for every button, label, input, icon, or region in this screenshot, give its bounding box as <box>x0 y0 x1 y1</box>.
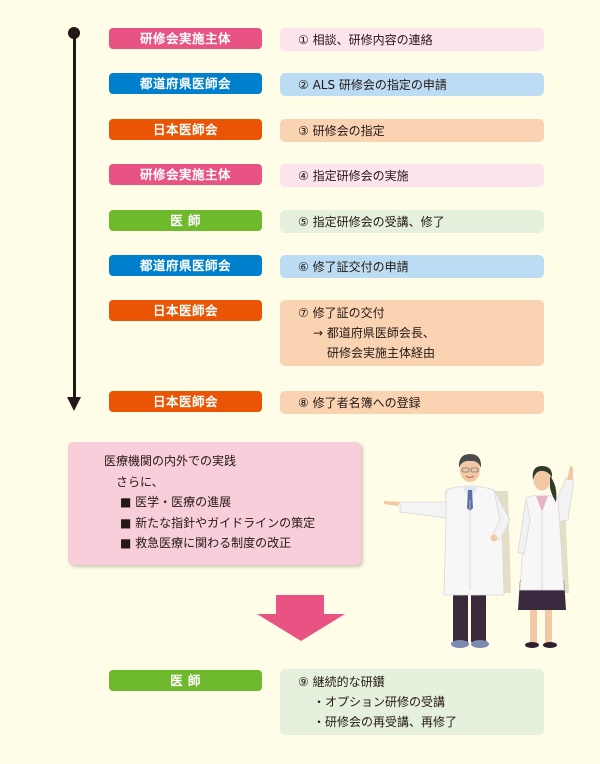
step-text: ALS 研修会の指定の申請 <box>312 78 447 92</box>
actor-tag-step-6: 都道府県医師会 <box>109 255 262 276</box>
step-2-box: ② ALS 研修会の指定の申請 <box>280 73 544 96</box>
step-text: 指定研修会の実施 <box>312 169 409 183</box>
step-4-box: ④ 指定研修会の実施 <box>280 164 544 187</box>
step-8-box: ⑧ 修了者名簿への登録 <box>280 391 544 414</box>
step-number: ③ <box>298 124 309 138</box>
practice-bullet: ■ 医学・医療の進展 <box>120 495 232 509</box>
step-9-detail-2: ・研修会の再受講、再修了 <box>313 715 458 729</box>
step-number: ⑨ <box>298 675 309 689</box>
actor-tag-step-2: 都道府県医師会 <box>109 73 262 94</box>
step-text: 指定研修会の受講、修了 <box>312 215 445 229</box>
step-text: 相談、研修内容の連絡 <box>312 33 433 47</box>
step-number: ① <box>298 33 309 47</box>
step-9-box: ⑨ 継続的な研鑽 ・オプション研修の受講 ・研修会の再受講、再修了 <box>280 669 544 735</box>
actor-tag-step-4: 研修会実施主体 <box>109 164 262 185</box>
timeline-arrow-icon <box>67 397 81 411</box>
female-doctor <box>517 466 575 648</box>
timeline-line <box>73 32 76 397</box>
practice-box: 医療機関の内外での実践 さらに、 ■ 医学・医療の進展 ■ 新たな指針やガイドラ… <box>68 442 361 565</box>
step-number: ⑧ <box>298 396 309 410</box>
step-7-detail-2: 研修会実施主体経由 <box>327 346 436 360</box>
step-text: 修了者名簿への登録 <box>312 396 421 410</box>
step-number: ⑥ <box>298 260 309 274</box>
practice-bullet: ■ 新たな指針やガイドラインの策定 <box>120 515 316 530</box>
step-6-box: ⑥ 修了証交付の申請 <box>280 255 544 278</box>
actor-tag-step-3: 日本医師会 <box>109 119 262 140</box>
step-number: ② <box>298 78 309 92</box>
actor-tag-step-9: 医 師 <box>109 670 262 691</box>
down-arrow-icon <box>257 595 345 641</box>
step-7-detail-1: → 都道府県医師会長、 <box>313 326 435 340</box>
actor-tag-step-1: 研修会実施主体 <box>109 28 262 49</box>
actor-tag-step-8: 日本医師会 <box>109 391 262 412</box>
step-number: ④ <box>298 169 309 183</box>
step-7-box: ⑦ 修了証の交付 → 都道府県医師会長、 研修会実施主体経由 <box>280 300 544 366</box>
doctors-illustration <box>384 454 575 648</box>
step-1-box: ① 相談、研修内容の連絡 <box>280 28 544 51</box>
step-9-detail-1: ・オプション研修の受講 <box>313 695 446 709</box>
actor-tag-step-5: 医 師 <box>109 210 262 231</box>
step-text: 修了証の交付 <box>312 306 385 320</box>
step-number: ⑤ <box>298 215 309 229</box>
step-text: 修了証交付の申請 <box>312 260 409 274</box>
step-3-box: ③ 研修会の指定 <box>280 119 544 142</box>
step-text: 継続的な研鑽 <box>312 675 385 689</box>
practice-bullet: ■ 救急医療に関わる制度の改正 <box>120 536 292 550</box>
step-number: ⑦ <box>298 306 309 320</box>
step-text: 研修会の指定 <box>312 124 385 138</box>
practice-sub: さらに、 <box>116 474 164 489</box>
step-5-box: ⑤ 指定研修会の受講、修了 <box>280 210 544 233</box>
practice-title: 医療機関の内外での実践 <box>104 454 237 468</box>
male-doctor <box>384 454 511 648</box>
actor-tag-step-7: 日本医師会 <box>109 300 262 321</box>
